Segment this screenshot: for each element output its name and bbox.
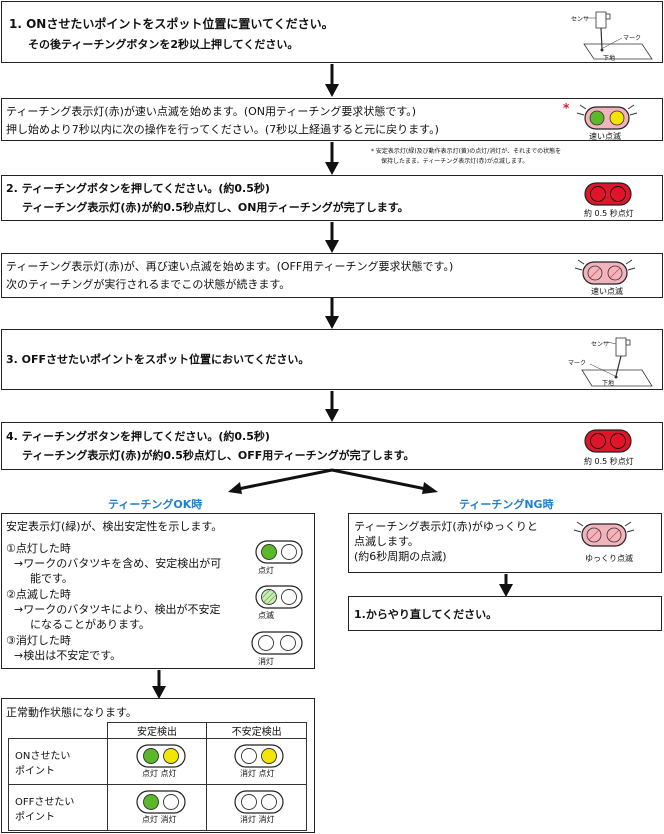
ok-item2-title: ②点滅した時 (6, 588, 71, 601)
step1-floor-label: 下地 (603, 55, 616, 62)
step3-mark-label: マーク (568, 360, 587, 367)
on-unstable-lamp-icon (234, 744, 284, 768)
fast-blink-lamp-icon (576, 104, 638, 130)
ok-item3-lamp-icon (251, 631, 303, 655)
ok-item3-caption: 消灯 (258, 657, 274, 666)
step4-line1: 4. ティーチングボタンを押してください。(約0.5秒) (6, 430, 270, 443)
ok-item2-caption: 点滅 (258, 611, 274, 620)
on-unstable-caption: 消灯 点灯 (240, 769, 275, 778)
step2-box (1, 175, 663, 221)
branch-arrows (228, 468, 438, 494)
step2-line1: 2. ティーチングボタンを押してください。(約0.5秒) (6, 182, 270, 195)
step2-lamp-caption: 約 0.5 秒点灯 (584, 209, 634, 218)
ok-item2-line1: →ワークのバタツキにより、検出が不安定 (14, 603, 221, 616)
ok-intro: 安定表示灯(緑)が、検出安定性を示します。 (6, 520, 223, 533)
flow-arrow-5 (325, 391, 339, 422)
ok-branch-title: ティーチングOK時 (108, 498, 203, 511)
step4-lamp-caption: 約 0.5 秒点灯 (584, 457, 634, 466)
ok-item1-line1: →ワークのバタツキを含め、安定検出が可 (14, 557, 222, 570)
flow-arrow-ng (499, 574, 513, 597)
ng-slow-blink-caption: ゆっくり点滅 (585, 554, 633, 563)
ng-line1: ティーチング表示灯(赤)がゆっくりと (354, 520, 538, 533)
off-stable-lamp-icon (136, 790, 186, 814)
off-unstable-caption: 消灯 消灯 (240, 815, 275, 824)
fast-blink-line1: ティーチング表示灯(赤)が速い点滅を始めます。(ON用ティーチング要求状態です。… (6, 105, 417, 118)
fast-blink-line2: 押し始めより7秒以内に次の操作を行ってください。(7秒以上経過すると元に戻ります… (6, 123, 439, 136)
ok-item1-line2: 能です。 (30, 572, 73, 585)
ng-retry-text: 1.からやり直してください。 (354, 608, 498, 621)
step2-lamp-icon (584, 182, 632, 206)
ng-line3: (約6秒周期の点滅) (354, 550, 447, 563)
off-blink-box (1, 253, 663, 298)
ng-retry-box (348, 596, 662, 631)
ok-item2-lamp-icon (255, 585, 303, 609)
row-on-line2: ポイント (15, 765, 55, 777)
ok-item2-line2: になることがあります。 (30, 618, 150, 631)
off-blink-line2: 次のティーチングが実行されるまでこの状態が続きます。 (6, 278, 291, 291)
step4-lamp-icon (584, 429, 632, 453)
col-stable-header: 安定検出 (106, 722, 208, 739)
ng-branch-title: ティーチングNG時 (459, 498, 554, 511)
asterisk-mark: * (563, 101, 570, 115)
row-off-line2: ポイント (15, 811, 55, 823)
sensor-spot-illustration (583, 11, 653, 60)
step4-box (1, 422, 663, 470)
on-stable-caption: 点灯 点灯 (142, 769, 177, 778)
fast-blink-note-line2: 保持したまま、ティーチング表示灯(赤)が点滅します。 (381, 158, 529, 165)
row-on-line1: ONさせたい (15, 750, 71, 762)
ng-line2: 点滅します。 (354, 535, 419, 548)
step1-line1: 1. ONさせたいポイントをスポット位置に置いてください。 (9, 17, 334, 31)
row-off-label: OFFさせたい ポイント (8, 784, 108, 831)
on-stable-lamp-icon (136, 744, 186, 768)
normal-intro: 正常動作状態になります。 (6, 706, 137, 719)
step1-line2: その後ティーチングボタンを2秒以上押してください。 (28, 38, 299, 51)
off-blink-caption: 速い点滅 (591, 287, 623, 296)
step3-floor-label: 下地 (602, 380, 615, 387)
ok-item1-lamp-icon (255, 540, 303, 564)
fast-blink-note-line1: * 安定表示灯(緑)及び動作表示灯(黄)の点灯/消灯が、それまでの状態を (371, 148, 562, 155)
ok-item1-caption: 点灯 (258, 566, 274, 575)
off-unstable-lamp-icon (234, 790, 284, 814)
step1-mark-label: マーク (623, 35, 642, 42)
row-off-line1: OFFさせたい (15, 796, 75, 808)
flow-arrow-4 (325, 298, 339, 329)
ok-item1-title: ①点灯した時 (6, 542, 71, 555)
off-stable-caption: 点灯 消灯 (142, 815, 177, 824)
ok-item3-title: ③消灯した時 (6, 634, 71, 647)
flow-arrow-3 (325, 222, 339, 253)
step3-sensor-illustration (581, 337, 653, 387)
col-unstable-header: 不安定検出 (206, 722, 307, 739)
step3-sensor-label: センサ (591, 341, 610, 348)
flow-arrow-2 (325, 142, 339, 175)
fast-blink-box (1, 98, 663, 141)
step2-line2: ティーチング表示灯(赤)が約0.5秒点灯し、ON用ティーチングが完了します。 (22, 201, 409, 214)
ok-item3-line1: →検出は不安定です。 (14, 649, 122, 662)
flow-arrow-1 (325, 64, 339, 97)
fast-blink-caption: 速い点滅 (589, 132, 621, 141)
step1-box (1, 1, 663, 63)
step3-line1: 3. OFFさせたいポイントをスポット位置においてください。 (6, 353, 310, 366)
ng-slow-blink-lamp-icon (573, 521, 635, 547)
flow-arrow-ok (152, 670, 166, 699)
step4-line2: ティーチング表示灯(赤)が約0.5秒点灯し、OFF用ティーチングが完了します。 (22, 449, 415, 462)
step1-sensor-label: センサ (571, 16, 590, 23)
off-blink-lamp-icon (574, 259, 636, 285)
off-blink-line1: ティーチング表示灯(赤)が、再び速い点滅を始めます。(OFF用ティーチング要求状… (6, 260, 454, 273)
step3-box (1, 329, 663, 390)
row-on-label: ONさせたい ポイント (8, 738, 108, 785)
